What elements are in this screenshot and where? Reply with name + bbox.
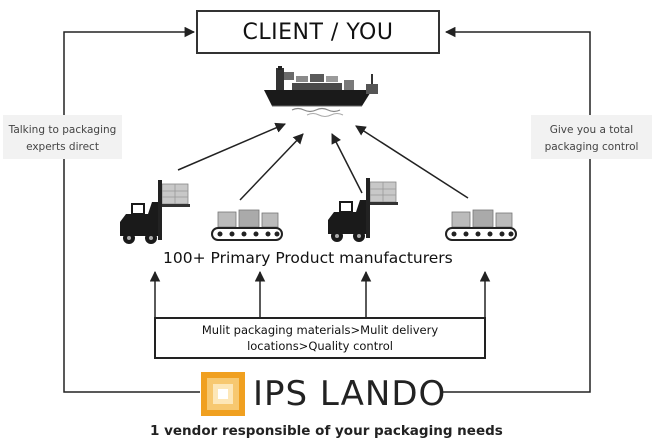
- services-line-1: Mulit packaging materials>Mulit delivery: [201, 323, 439, 337]
- forklift-icon: [120, 180, 190, 244]
- note-total-control: Give you a total packaging control: [531, 115, 652, 159]
- loop-line-right: [440, 26, 591, 393]
- conveyor-icon: [445, 209, 517, 241]
- arrow-conveyor1-ship: [239, 133, 304, 201]
- brand-tagline: 1 vendor responsible of your packaging n…: [150, 423, 503, 439]
- client-label: CLIENT / YOU: [242, 19, 394, 45]
- note-left-line-2: experts direct: [26, 141, 99, 153]
- conveyor-icon: [211, 209, 283, 241]
- manufacturers-label: 100+ Primary Product manufacturers: [163, 249, 453, 267]
- note-talking-to-experts: Talking to packaging experts direct: [3, 115, 122, 159]
- client-box: CLIENT / YOU: [196, 10, 440, 54]
- note-right-line-2: packaging control: [544, 141, 639, 153]
- services-line-2: locations>Quality control: [247, 339, 393, 353]
- arrow-forklift1-ship: [177, 122, 286, 171]
- note-right-line-1: Give you a total: [549, 124, 634, 136]
- arrow-forklift2-ship: [331, 133, 363, 194]
- loop-line-left: [63, 26, 200, 393]
- cargo-ship-icon: [264, 66, 378, 117]
- services-box: Mulit packaging materials>Mulit delivery…: [154, 317, 486, 359]
- brand-name: IPS LANDO: [253, 374, 447, 414]
- forklift-icon: [328, 178, 398, 242]
- note-left-line-1: Talking to packaging: [8, 124, 117, 136]
- brand-logo-icon: [201, 372, 245, 416]
- arrow-conveyor2-ship: [355, 125, 469, 199]
